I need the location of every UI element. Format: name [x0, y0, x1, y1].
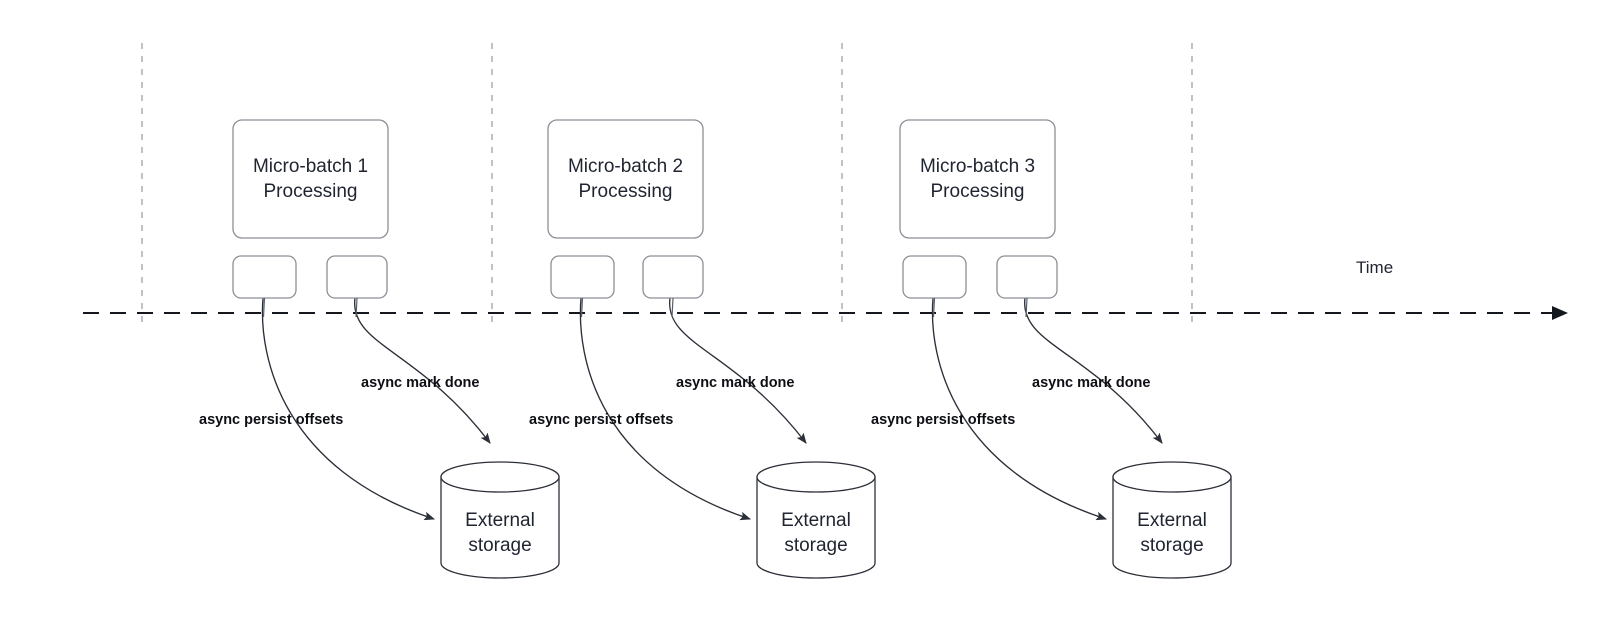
mark-done-task-3[interactable]	[996, 255, 1058, 299]
async-mark-done-label-1: async mark done	[361, 375, 479, 391]
mark-done-task-2-stub	[671, 297, 674, 318]
async-persist-offsets-label-2: async persist offsets	[529, 412, 673, 428]
persist-offsets-edge-1	[261, 297, 436, 521]
micro-batch-3-box[interactable]	[899, 119, 1056, 239]
external-storage-3-body	[1112, 476, 1232, 579]
mark-done-edge-3	[1024, 297, 1163, 444]
persist-offsets-task-2[interactable]	[550, 255, 615, 299]
mark-done-edge-1	[354, 297, 491, 444]
async-persist-offsets-label-1: async persist offsets	[199, 412, 343, 428]
external-storage-3-label-line1: External	[1137, 510, 1207, 531]
edges-group	[261, 297, 1163, 521]
persist-offsets-edge-3	[931, 297, 1108, 521]
external-storage-2-top[interactable]	[756, 461, 876, 493]
mark-done-task-3-stub	[1025, 297, 1028, 318]
external-storage-3-top[interactable]	[1112, 461, 1232, 493]
external-storage-2-body	[756, 476, 876, 579]
micro-batch-2-label-line1: Micro-batch 2	[568, 156, 683, 177]
mark-done-task-1[interactable]	[326, 255, 388, 299]
external-storage-3-label-line2: storage	[1140, 535, 1203, 556]
micro-batch-1-label-line1: Micro-batch 1	[253, 156, 368, 177]
persist-offsets-task-2-stub	[580, 297, 584, 318]
time-axis-label: Time	[1356, 258, 1393, 277]
mark-done-task-2[interactable]	[642, 255, 704, 299]
persist-offsets-task-3[interactable]	[902, 255, 967, 299]
async-mark-done-label-3: async mark done	[1032, 375, 1150, 391]
nodes-group: Micro-batch 1ProcessingExternalstorageMi…	[232, 119, 1232, 579]
micro-batch-3-label-line1: Micro-batch 3	[920, 156, 1035, 177]
micro-batch-3-label-line2: Processing	[931, 181, 1025, 202]
external-storage-1-label-line1: External	[465, 510, 535, 531]
external-storage-2-label-line2: storage	[784, 535, 847, 556]
async-persist-offsets-label-3: async persist offsets	[871, 412, 1015, 428]
mark-done-task-1-stub	[355, 297, 358, 318]
persist-offsets-task-1-stub	[262, 297, 266, 318]
external-storage-1-body	[440, 476, 560, 579]
micro-batch-2-box[interactable]	[547, 119, 704, 239]
persist-offsets-edge-2	[579, 297, 752, 521]
timeline-arrow-icon	[1552, 306, 1568, 320]
persist-offsets-task-1[interactable]	[232, 255, 297, 299]
micro-batch-1-label-line2: Processing	[264, 181, 358, 202]
micro-batch-2-label-line2: Processing	[579, 181, 673, 202]
timeline-group: Time	[83, 258, 1568, 320]
async-mark-done-label-2: async mark done	[676, 375, 794, 391]
external-storage-1-label-line2: storage	[468, 535, 531, 556]
persist-offsets-task-3-stub	[932, 297, 936, 318]
external-storage-1-top[interactable]	[440, 461, 560, 493]
edge-labels-group: async persist offsets async mark done asyn…	[199, 375, 1150, 428]
mark-done-edge-2	[669, 297, 807, 444]
micro-batch-1-box[interactable]	[232, 119, 389, 239]
external-storage-2-label-line1: External	[781, 510, 851, 531]
